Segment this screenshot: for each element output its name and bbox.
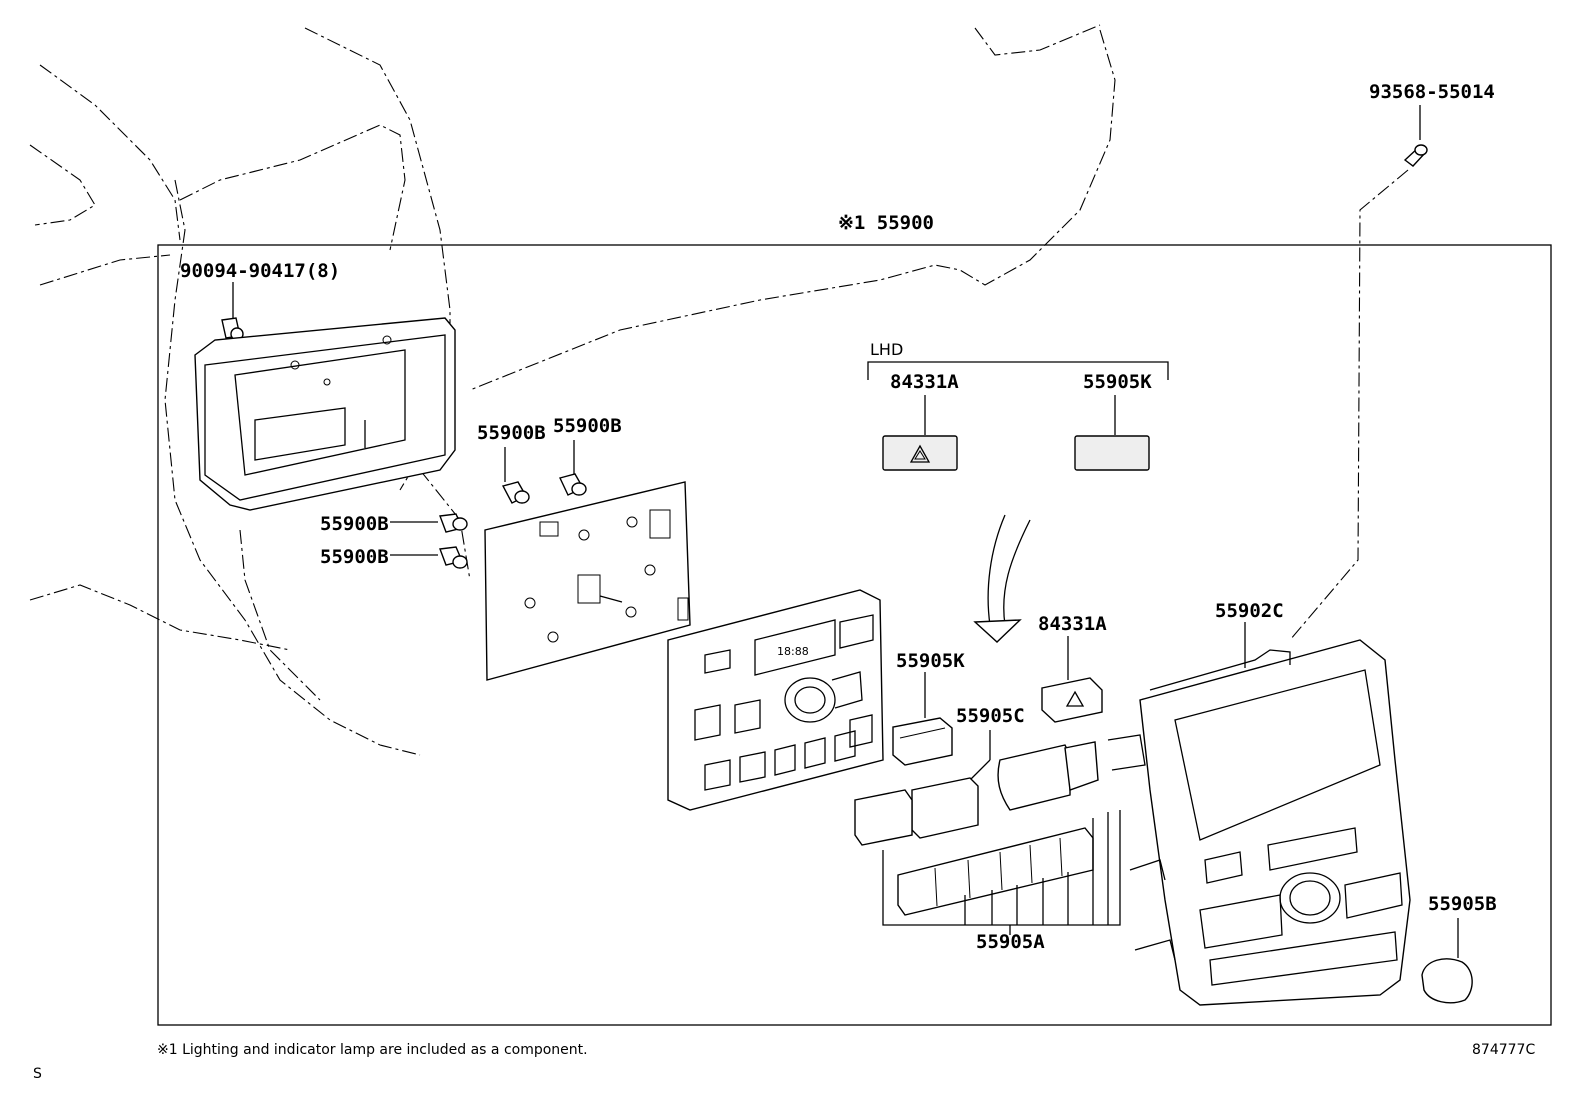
buttons-a bbox=[854, 789, 1121, 935]
label-bulb-1: 55900B bbox=[477, 422, 546, 444]
control-unit: 18:88 bbox=[667, 589, 884, 811]
bulb-1 bbox=[501, 447, 530, 504]
lhd-hazard-switch bbox=[882, 435, 958, 471]
bulb-4 bbox=[390, 546, 468, 569]
lhd-blank-switch bbox=[1074, 435, 1150, 471]
knob-k bbox=[892, 672, 953, 766]
cap-b bbox=[1421, 918, 1473, 1004]
hazard-switch-triangle-icon bbox=[1065, 690, 1085, 707]
assembly-frame bbox=[157, 244, 1552, 1026]
label-knob-k: 55905K bbox=[896, 650, 965, 672]
footnote: ※1 Lighting and indicator lamp are inclu… bbox=[157, 1042, 588, 1058]
label-lhd-hazard: 84331A bbox=[890, 371, 959, 393]
bulb-3 bbox=[390, 513, 468, 533]
bolt-part bbox=[1289, 105, 1428, 641]
label-bulb-3: 55900B bbox=[320, 513, 389, 535]
label-bolt: 93568-55014 bbox=[1369, 81, 1495, 103]
hazard-triangle-icon bbox=[909, 444, 931, 463]
label-panel: 55902C bbox=[1215, 600, 1284, 622]
label-lhd-blank: 55905K bbox=[1083, 371, 1152, 393]
clock-display: 18:88 bbox=[777, 645, 809, 658]
corner-mark: S bbox=[33, 1066, 42, 1082]
circuit-board bbox=[484, 481, 691, 681]
bulb-2 bbox=[559, 440, 587, 496]
front-panel bbox=[1107, 622, 1411, 1006]
assembly-arrow-icon bbox=[973, 514, 1031, 643]
lhd-label: LHD bbox=[870, 340, 903, 359]
display-housing bbox=[194, 317, 456, 511]
lhd-group: LHD bbox=[867, 340, 1169, 471]
knob-c bbox=[911, 730, 1099, 839]
label-hazard: 84331A bbox=[1038, 613, 1107, 635]
label-buttons-a: 55905A bbox=[976, 931, 1045, 953]
label-bulb-2: 55900B bbox=[553, 415, 622, 437]
screw-part bbox=[221, 282, 244, 341]
label-cap: 55905B bbox=[1428, 893, 1497, 915]
label-assembly: ※1 55900 bbox=[838, 212, 934, 234]
diagram-code: 874777C bbox=[1472, 1042, 1535, 1058]
label-bulb-4: 55900B bbox=[320, 546, 389, 568]
label-screw: 90094-90417(8) bbox=[180, 260, 340, 282]
label-knob-c: 55905C bbox=[956, 705, 1025, 727]
hazard-switch bbox=[1041, 636, 1103, 723]
